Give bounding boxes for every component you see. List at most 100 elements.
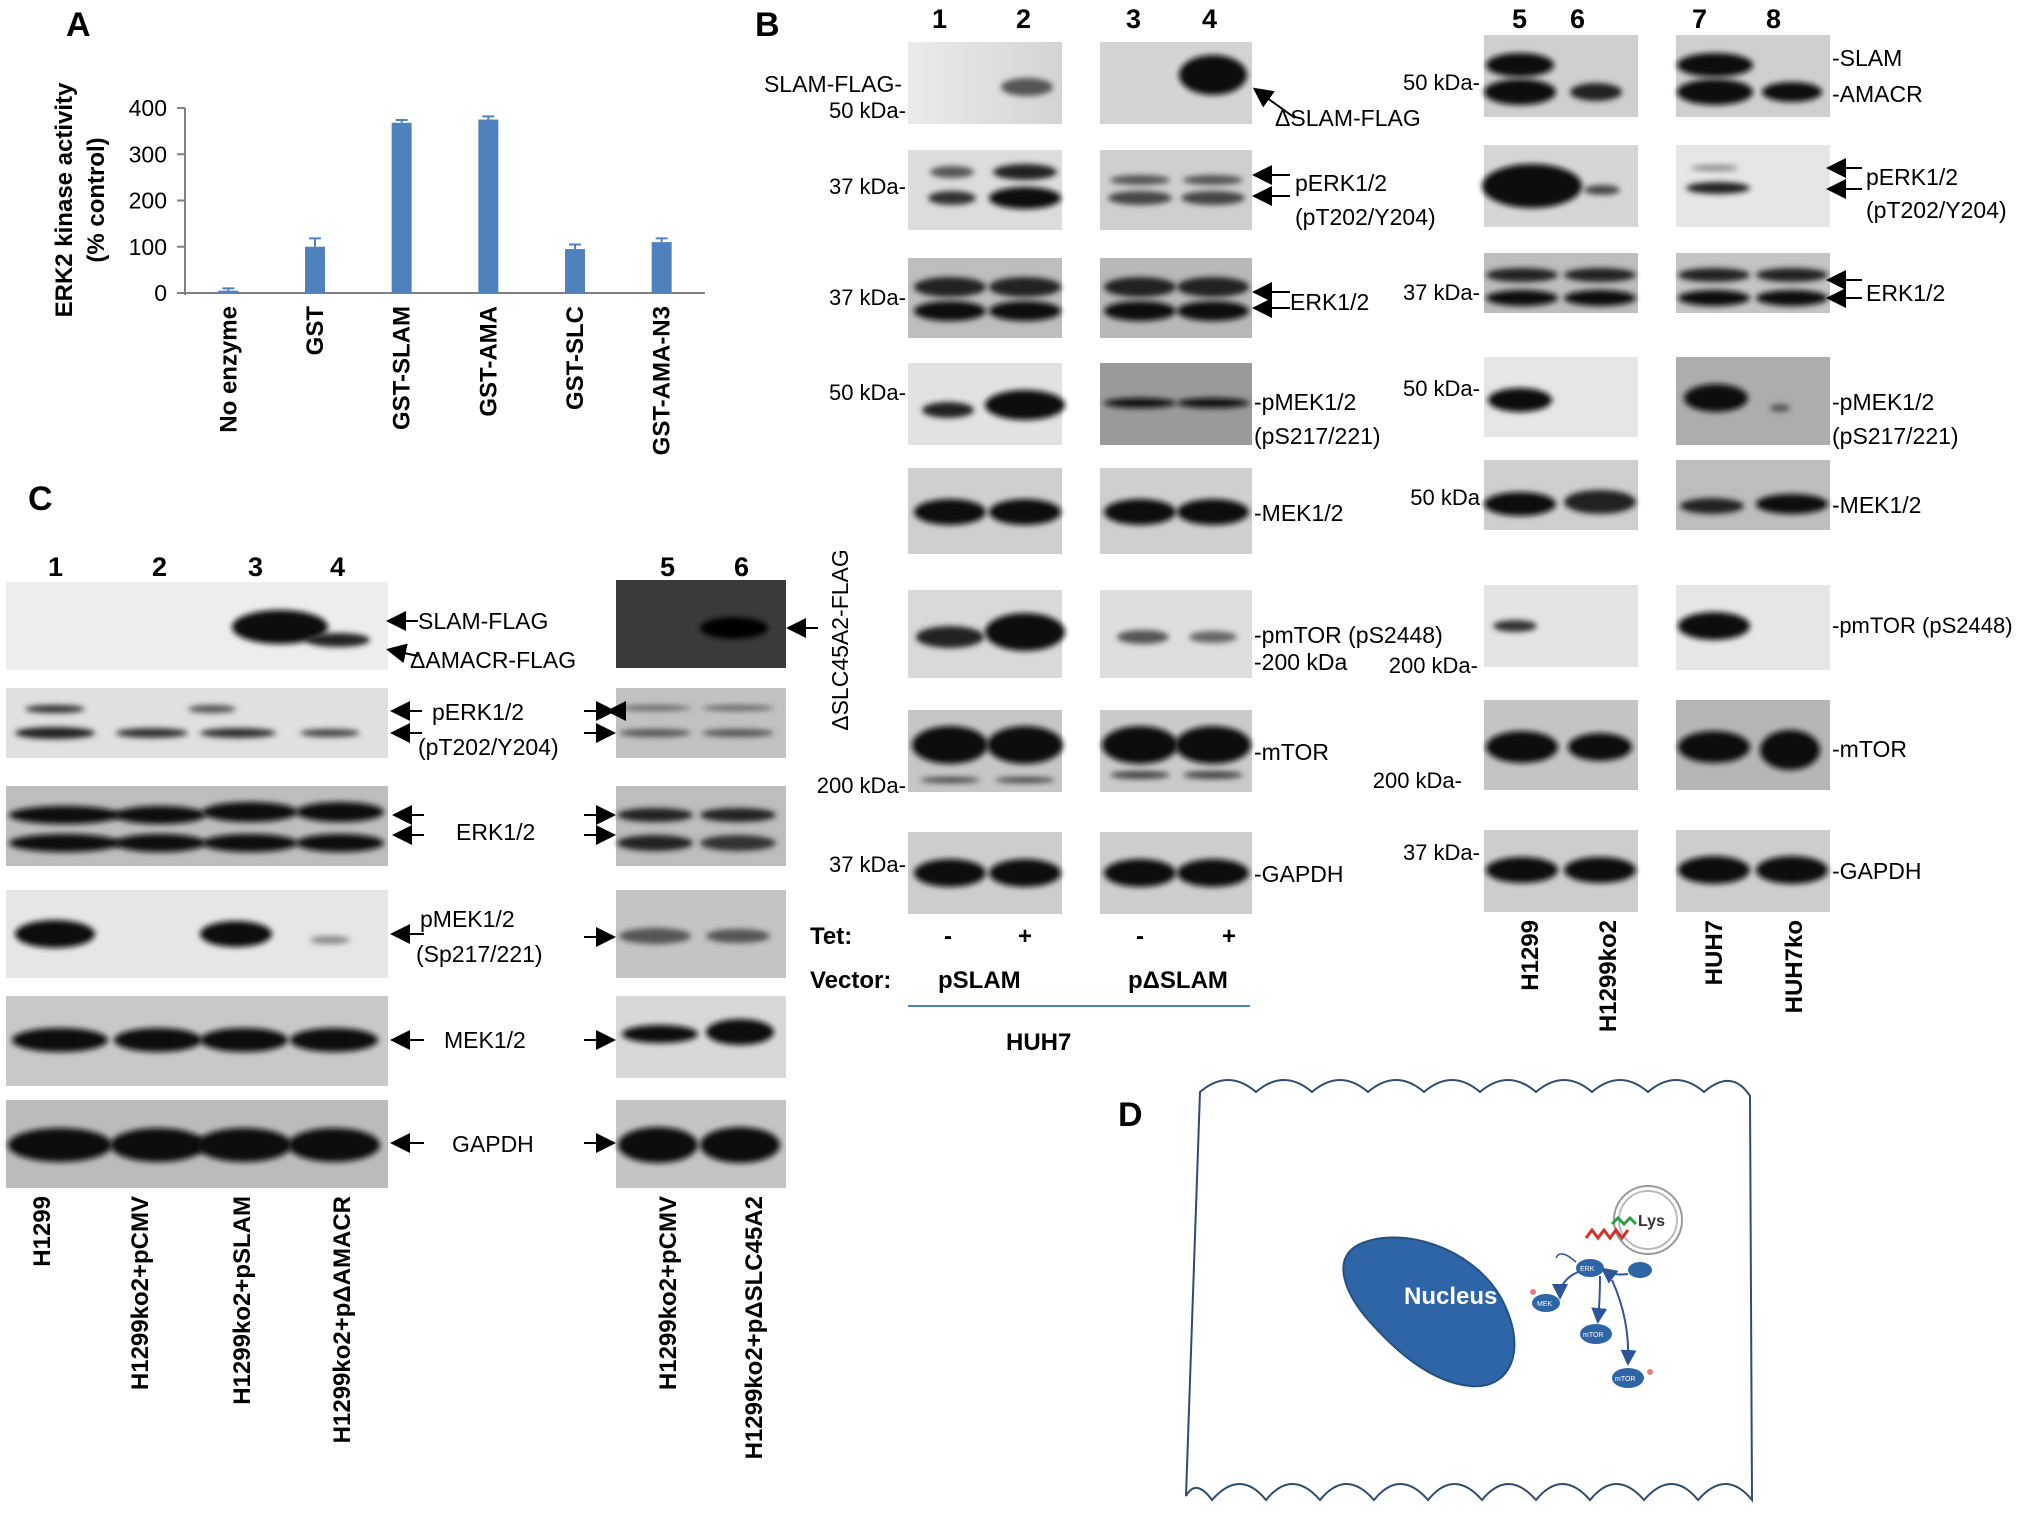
blot-column-4 xyxy=(1676,35,1830,912)
error-bar xyxy=(569,243,581,250)
kda-marker: 37 kDa- xyxy=(829,285,906,310)
y-axis-label-2: (% control) xyxy=(83,137,110,262)
tet-value: - xyxy=(944,923,952,950)
lane-number: 4 xyxy=(330,552,345,582)
lane-number: 2 xyxy=(1016,4,1031,34)
label-mtor: -mTOR xyxy=(1832,736,1907,762)
tet-label: Tet: xyxy=(810,923,852,950)
pathway-arrow xyxy=(1591,1275,1608,1324)
vector-name: pSLAM xyxy=(938,967,1021,994)
bar xyxy=(565,249,585,293)
label-slam-flag: SLAM-FLAG xyxy=(418,608,548,634)
lysosome-label: Lys xyxy=(1638,1213,1665,1230)
error-bar xyxy=(309,237,321,247)
tet-value: + xyxy=(1018,923,1032,950)
x-tick-label: GST xyxy=(302,306,329,356)
label-erk: ERK1/2 xyxy=(1290,289,1369,315)
label-perk-site: (pT202/Y204) xyxy=(418,734,559,760)
cell-label: H1299ko2+pΔAMACR xyxy=(329,1196,356,1443)
blot-column-2 xyxy=(1100,42,1252,914)
error-bar xyxy=(655,237,668,243)
pathway-arrow xyxy=(1611,1279,1637,1366)
panel-label-a: A xyxy=(66,6,91,44)
label-mek: -MEK1/2 xyxy=(1254,500,1343,526)
label-pmek: pMEK1/2 xyxy=(420,906,515,932)
label-gapdh: -GAPDH xyxy=(1254,861,1343,887)
mek-label: MEK xyxy=(1537,1301,1553,1308)
label-mek: -MEK1/2 xyxy=(1832,492,1921,518)
error-bar xyxy=(482,115,495,120)
arrow xyxy=(1252,87,1296,119)
cell-line-label: HUH7 xyxy=(1006,1029,1071,1056)
cell-label: H1299ko2 xyxy=(1595,920,1622,1032)
cell-label: H1299ko2+pSLAM xyxy=(229,1196,256,1405)
label-pmek-site: (pS217/221) xyxy=(1254,423,1381,449)
blot-c-right xyxy=(616,580,786,1188)
bar xyxy=(305,246,325,293)
kda-marker: 50 kDa- xyxy=(1403,376,1480,401)
label-damacr-flag: ΔAMACR-FLAG xyxy=(410,647,576,673)
kda-marker: 37 kDa- xyxy=(829,174,906,199)
kda-marker: 200 kDa- xyxy=(817,773,906,798)
lane-number: 1 xyxy=(48,552,63,582)
label-slam-flag: SLAM-FLAG- xyxy=(764,71,902,97)
cell-label: H1299ko2+pCMV xyxy=(655,1196,682,1390)
label-mek: MEK1/2 xyxy=(444,1027,526,1053)
kda-marker: 50 kDa- xyxy=(829,98,906,123)
cell-label: H1299ko2+pΔSLC45A2 xyxy=(741,1196,768,1459)
kda-marker: 37 kDa- xyxy=(1403,280,1480,305)
y-tick-label: 300 xyxy=(129,141,167,167)
kda-marker: 37 kDa- xyxy=(1403,840,1480,865)
pmtor-label: mTOR xyxy=(1615,1376,1635,1383)
phosphate xyxy=(1647,1369,1653,1375)
y-tick-label: 400 xyxy=(129,95,167,121)
x-tick-label: GST-AMA xyxy=(475,306,502,417)
phosphate xyxy=(1530,1289,1536,1295)
erk-protein-2 xyxy=(1628,1262,1652,1278)
cell-membrane xyxy=(1185,1079,1754,1503)
label-slam: -SLAM xyxy=(1832,45,1902,71)
pathway-arrow xyxy=(1552,1271,1579,1300)
cell-label: HUH7ko xyxy=(1781,920,1808,1013)
y-axis-label-1: ERK2 kinase activity xyxy=(51,82,78,317)
label-pmek-site: (pS217/221) xyxy=(1832,423,1959,449)
label-pmek-site: (Sp217/221) xyxy=(416,941,543,967)
label-pmtor: -pmTOR (pS2448) xyxy=(1254,622,1443,648)
label-perk-site: (pT202/Y204) xyxy=(1295,204,1436,230)
lane-number: 6 xyxy=(1570,4,1585,34)
x-tick-label: GST-SLC xyxy=(562,306,589,410)
lane-number: 5 xyxy=(1512,4,1527,34)
kda-marker: 37 kDa- xyxy=(829,852,906,877)
nucleus-label: Nucleus xyxy=(1404,1283,1497,1310)
panel-label-c: C xyxy=(28,480,53,518)
x-tick-label: GST-AMA-N3 xyxy=(649,306,676,455)
error-bar xyxy=(222,287,235,291)
label-dslam-flag: ΔSLAM-FLAG xyxy=(1275,105,1421,131)
label-perk: pERK1/2 xyxy=(432,699,524,725)
arrow xyxy=(386,643,419,664)
label-erk: ERK1/2 xyxy=(1866,280,1945,306)
lane-number: 3 xyxy=(1126,4,1141,34)
pathway-loop xyxy=(1555,1253,1577,1263)
bar xyxy=(391,122,412,293)
cell-label: H1299 xyxy=(1517,920,1544,991)
label-pmtor: -pmTOR (pS2448) xyxy=(1832,613,2013,638)
tet-value: - xyxy=(1136,923,1144,950)
bar xyxy=(218,290,239,293)
cell-label: HUH7 xyxy=(1701,920,1728,985)
label-gapdh: GAPDH xyxy=(452,1131,534,1157)
error-bar xyxy=(395,119,408,123)
bar xyxy=(478,119,499,293)
lane-number: 7 xyxy=(1692,4,1707,34)
kda-marker: 50 kDa xyxy=(1410,485,1480,510)
cell-label: H1299ko2+pCMV xyxy=(127,1196,154,1390)
pathway-arrow xyxy=(1600,1267,1629,1284)
erk-label: ERK xyxy=(1580,1266,1595,1273)
kda-marker: 50 kDa- xyxy=(1403,70,1480,95)
kda-marker: 200 kDa- xyxy=(1389,653,1478,678)
erk-protein xyxy=(1576,1259,1604,1277)
label-perk: pERK1/2 xyxy=(1866,164,1958,190)
lane-number: 2 xyxy=(152,552,167,582)
panel-label-d: D xyxy=(1118,1096,1143,1134)
